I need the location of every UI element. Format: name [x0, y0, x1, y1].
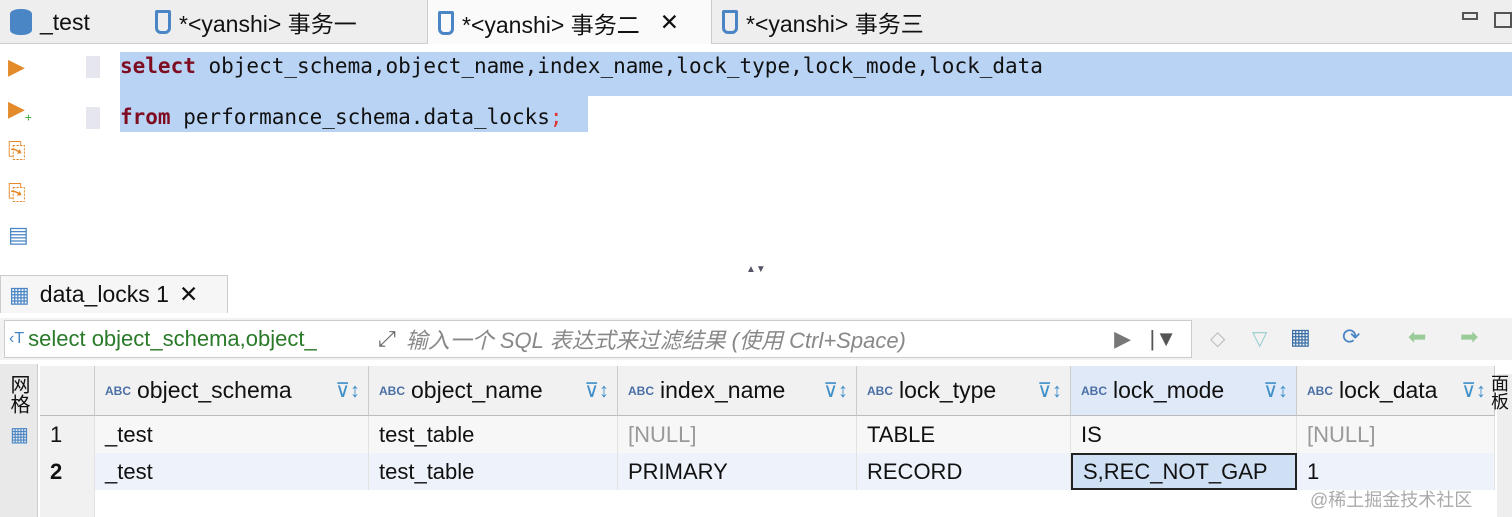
- back-arrow-icon[interactable]: ⬅: [1408, 324, 1427, 349]
- tab-test-connection[interactable]: _test: [0, 0, 140, 44]
- tab-transaction-2[interactable]: *<yanshi> 事务二✕: [427, 0, 712, 45]
- refresh-icon[interactable]: ⟳: [1342, 324, 1361, 349]
- filter-history-dropdown[interactable]: |▼: [1149, 326, 1178, 351]
- table-settings-icon[interactable]: ▦: [1290, 324, 1311, 349]
- table-cell[interactable]: 1: [1297, 453, 1495, 490]
- filter-sort-icon[interactable]: ⊽↕: [1037, 380, 1062, 402]
- row-number[interactable]: 1: [40, 416, 95, 453]
- text-type-icon: ABC: [867, 383, 893, 398]
- filter-bar: ‹T select object_schema,object_ ⤢ 输入一个 S…: [0, 318, 1512, 360]
- gutter-marker: [86, 56, 100, 78]
- row-number[interactable]: 2: [40, 453, 95, 490]
- eraser-icon[interactable]: ◇: [1210, 328, 1226, 350]
- table-cell[interactable]: _test: [95, 453, 369, 490]
- table-cell[interactable]: TABLE: [857, 416, 1071, 453]
- text-type-icon: ABC: [628, 383, 654, 398]
- text-type-icon: ABC: [379, 383, 405, 398]
- execute-script-new-tab-icon[interactable]: ⎘: [8, 180, 26, 205]
- text-type-icon: ABC: [105, 383, 131, 398]
- execute-script-icon[interactable]: ⎘: [8, 138, 26, 163]
- sql-script-icon: [722, 10, 738, 34]
- text-type-icon: ABC: [1307, 383, 1333, 398]
- side-tab-panels[interactable]: 面板: [1489, 374, 1512, 517]
- selection: [120, 52, 1512, 96]
- selection: [120, 96, 588, 132]
- table-cell[interactable]: IS: [1071, 416, 1297, 453]
- table-cell[interactable]: RECORD: [857, 453, 1071, 490]
- execute-statement-icon[interactable]: ▶: [8, 54, 25, 79]
- split-arrows-icon[interactable]: ▲▼: [746, 264, 766, 275]
- table-cell[interactable]: test_table: [369, 453, 618, 490]
- database-icon: [10, 9, 32, 35]
- minimize-icon[interactable]: [1462, 12, 1478, 20]
- sql-script-icon: [438, 10, 454, 35]
- grid-icon: ▦: [7, 422, 30, 446]
- row-number-header: [40, 366, 95, 416]
- expand-icon[interactable]: ⤢: [378, 326, 396, 351]
- watermark: @稀土掘金技术社区: [1310, 490, 1473, 510]
- filter-sort-icon[interactable]: ⊽↕: [1263, 380, 1288, 402]
- apply-filter-icon[interactable]: ▶: [1114, 326, 1131, 351]
- execute-new-tab-icon[interactable]: ▶+: [8, 96, 32, 125]
- filter-sort-icon[interactable]: ⊽↕: [335, 380, 360, 402]
- sql-icon: ‹T: [9, 330, 25, 347]
- table-cell[interactable]: _test: [95, 416, 369, 453]
- filter-sort-icon[interactable]: ⊽↕: [584, 380, 609, 402]
- close-icon[interactable]: ✕: [659, 9, 679, 35]
- editor-tab-bar: _test *<yanshi> 事务一 *<yanshi> 事务二✕ *<yan…: [0, 0, 1512, 45]
- gutter-marker: [86, 107, 100, 129]
- table-cell[interactable]: [NULL]: [1297, 416, 1495, 453]
- filter-sort-icon[interactable]: ⊽↕: [823, 380, 848, 402]
- row-number: [40, 490, 95, 517]
- maximize-icon[interactable]: [1494, 12, 1512, 28]
- sql-script-icon: [155, 10, 171, 34]
- sql-line-2: from performance_schema.data_locks;: [120, 105, 563, 129]
- table-cell[interactable]: S,REC_NOT_GAP: [1071, 453, 1297, 490]
- grid-icon: ▦: [9, 281, 30, 307]
- table-cell[interactable]: PRIMARY: [618, 453, 857, 490]
- side-tab-grid[interactable]: 网格▦: [0, 364, 38, 517]
- text-type-icon: ABC: [1081, 383, 1107, 398]
- filter-input[interactable]: ‹T select object_schema,object_ ⤢ 输入一个 S…: [4, 320, 1192, 358]
- table-cell[interactable]: [NULL]: [618, 416, 857, 453]
- tab-transaction-3[interactable]: *<yanshi> 事务三: [712, 0, 1012, 44]
- close-icon[interactable]: ✕: [178, 281, 199, 307]
- sql-editor[interactable]: ▶ ▶+ ⎘ ⎘ ▤ select object_schema,object_n…: [0, 44, 1512, 275]
- forward-arrow-icon[interactable]: ➡: [1460, 324, 1479, 349]
- filter-save-icon[interactable]: ▽: [1252, 328, 1268, 350]
- result-tab[interactable]: ▦data_locks 1✕: [0, 275, 228, 313]
- table-cell[interactable]: test_table: [369, 416, 618, 453]
- explain-plan-icon[interactable]: ▤: [8, 222, 29, 247]
- filter-sort-icon[interactable]: ⊽↕: [1461, 380, 1486, 402]
- sql-line-1: select object_schema,object_name,index_n…: [120, 54, 1043, 78]
- tab-transaction-1[interactable]: *<yanshi> 事务一: [145, 0, 425, 44]
